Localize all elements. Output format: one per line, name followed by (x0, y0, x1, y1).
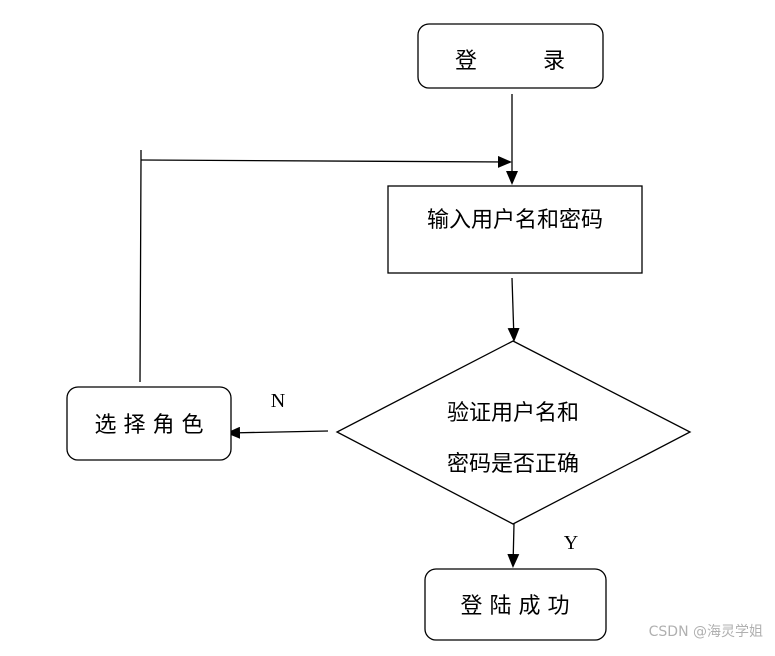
watermark: CSDN @海灵学姐 (648, 624, 763, 640)
edge-verify-to-success (507, 523, 520, 568)
edge-loop-top (140, 155, 512, 168)
input-node: 输入用户名和密码 (387, 185, 643, 274)
select-role-label: 选 择 角 色 (95, 413, 204, 438)
success-label: 登 陆 成 功 (461, 594, 570, 619)
select-role-node: 选 择 角 色 (66, 386, 232, 461)
edge-verify-to-select-role (226, 426, 329, 439)
success-node: 登 陆 成 功 (424, 568, 607, 641)
yes-label: Y (564, 532, 578, 554)
input-label: 输入用户名和密码 (427, 208, 603, 233)
no-label: N (271, 390, 285, 412)
verify-label-line2: 密码是否正确 (447, 452, 579, 477)
edge-select-role-loop (139, 150, 142, 383)
login-node: 登 录 (417, 23, 604, 89)
verify-label-line1: 验证用户名和 (447, 401, 579, 426)
edge-input-to-verify (507, 277, 520, 342)
verify-decision: 验证用户名和 密码是否正确 (335, 340, 692, 525)
login-label: 登 录 (455, 49, 565, 74)
